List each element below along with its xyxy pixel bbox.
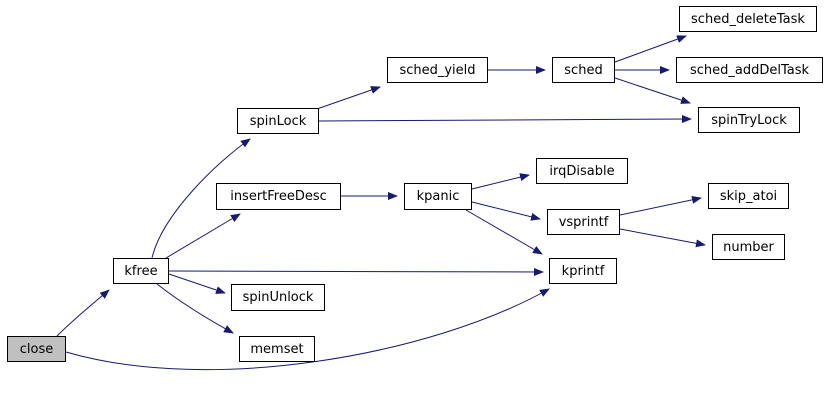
node-memset[interactable]: memset	[239, 336, 315, 362]
node-spinLock[interactable]: spinLock	[237, 108, 319, 134]
node-sched[interactable]: sched	[552, 57, 615, 83]
node-label-number: number	[723, 239, 774, 255]
edge-kfree-to-spinLock	[151, 138, 251, 259]
edge-sched-to-sched_deleteTask	[614, 35, 687, 63]
edge-vsprintf-to-skip_atoi	[619, 195, 702, 216]
edge-close-to-kprintf	[65, 288, 550, 371]
node-label-vsprintf: vsprintf	[558, 214, 609, 230]
edge-kfree-to-memset	[156, 283, 234, 334]
node-label-spinLock: spinLock	[249, 113, 307, 129]
edge-kpanic-to-irqDisable	[471, 173, 530, 190]
edge-kfree-to-insertFreeDesc	[165, 213, 241, 259]
edge-sched-to-spinTryLock	[614, 77, 691, 104]
node-kprintf[interactable]: kprintf	[549, 258, 617, 284]
node-label-irqDisable: irqDisable	[549, 163, 615, 179]
node-label-sched_yield: sched_yield	[399, 62, 476, 78]
node-label-close: close	[19, 341, 54, 357]
node-label-kprintf: kprintf	[561, 263, 605, 279]
node-skip_atoi[interactable]: skip_atoi	[708, 183, 789, 209]
node-label-insertFreeDesc: insertFreeDesc	[230, 189, 327, 204]
node-vsprintf[interactable]: vsprintf	[547, 209, 620, 235]
node-label-sched_deleteTask: sched_deleteTask	[691, 11, 805, 27]
node-irqDisable[interactable]: irqDisable	[536, 158, 628, 184]
node-label-sched_addDelTask: sched_addDelTask	[689, 62, 810, 78]
node-label-sched: sched	[564, 62, 603, 78]
node-sched_yield[interactable]: sched_yield	[387, 57, 488, 83]
node-spinTryLock[interactable]: spinTryLock	[698, 107, 800, 133]
node-label-skip_atoi: skip_atoi	[719, 188, 778, 204]
node-label-spinTryLock: spinTryLock	[711, 112, 787, 128]
edge-close-to-kfree	[56, 289, 110, 337]
node-insertFreeDesc[interactable]: insertFreeDesc	[216, 183, 341, 210]
node-kpanic[interactable]: kpanic	[404, 183, 472, 210]
node-spinUnlock[interactable]: spinUnlock	[231, 284, 325, 311]
edge-kfree-to-spinUnlock	[168, 273, 226, 294]
node-close[interactable]: close	[7, 336, 66, 362]
node-kfree[interactable]: kfree	[113, 258, 169, 284]
node-label-kpanic: kpanic	[416, 189, 460, 204]
edge-vsprintf-to-number	[619, 228, 706, 248]
edge-kfree-to-kprintf	[168, 267, 544, 276]
edge-spinLock-to-spinTryLock	[318, 115, 692, 124]
node-sched_addDelTask[interactable]: sched_addDelTask	[676, 57, 823, 83]
edge-spinLock-to-sched_yield	[313, 86, 381, 111]
node-number[interactable]: number	[712, 234, 785, 260]
node-label-kfree: kfree	[124, 263, 158, 279]
node-sched_deleteTask[interactable]: sched_deleteTask	[679, 6, 817, 32]
node-label-memset: memset	[250, 341, 304, 357]
node-label-spinUnlock: spinUnlock	[242, 290, 314, 305]
edge-kpanic-to-vsprintf	[471, 201, 541, 221]
edge-kpanic-to-kprintf	[465, 209, 543, 255]
